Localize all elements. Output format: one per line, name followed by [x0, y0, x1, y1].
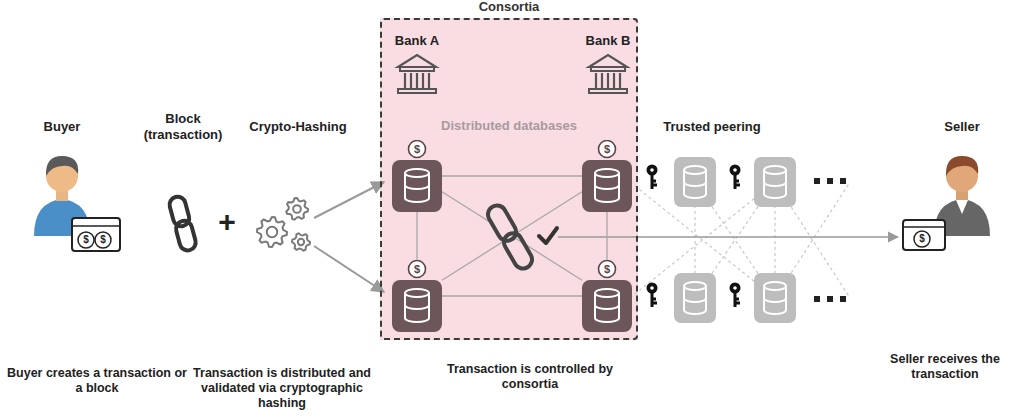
database-icon — [405, 173, 429, 202]
database-icon — [392, 280, 442, 332]
database-icon — [582, 280, 632, 332]
buyer-figure — [34, 156, 120, 251]
wallet-icon — [903, 226, 945, 228]
coin-symbol: $ — [392, 142, 442, 156]
gear-icon — [267, 227, 278, 238]
illustration — [754, 157, 796, 207]
step-caption: Buyer creates a transaction or a block — [7, 366, 187, 396]
bank-icon — [398, 55, 436, 93]
continuation-dots — [814, 296, 820, 302]
step-name: Block (transaction) — [133, 111, 233, 142]
block-chain-icon — [174, 219, 197, 252]
plus-sign: + — [210, 204, 244, 240]
ledger-chain-icon — [485, 202, 520, 244]
coin-symbol: $ — [392, 262, 442, 276]
coin-icon — [914, 231, 930, 247]
ledger-chain-icon — [501, 230, 521, 246]
actor-name: Seller — [917, 119, 1007, 135]
database-icon — [405, 293, 429, 322]
consortium-region: $$$$ConsortiaDistributed databases — [380, 18, 638, 340]
region-heading: Consortia — [382, 0, 636, 15]
step-caption: Seller receives the transaction — [865, 352, 1024, 382]
database-icon — [595, 289, 619, 297]
bank-name: Bank B — [568, 33, 648, 49]
coin-icon — [95, 232, 111, 248]
wallet-icon — [72, 225, 120, 227]
ledger-chain-icon — [501, 230, 536, 272]
continuation-dots — [827, 178, 833, 184]
ledger-link — [442, 192, 582, 280]
step-name: Trusted peering — [642, 119, 782, 135]
ledger-chain-icon — [485, 202, 536, 272]
step-caption: Transaction is controlled by consortia — [430, 362, 630, 392]
seller-figure — [946, 156, 978, 176]
gear-icon — [292, 233, 310, 250]
database-icon — [595, 169, 619, 177]
gear-icon — [286, 198, 308, 220]
coin-icon — [78, 232, 94, 248]
coin-symbol: $ — [582, 262, 632, 276]
coin-symbol: $ — [915, 232, 929, 246]
illustration — [730, 165, 741, 190]
peering-lines — [630, 182, 850, 298]
buyer-figure — [46, 156, 78, 176]
coin-symbol: $ — [96, 233, 110, 247]
illustration — [730, 283, 741, 308]
seller-figure — [903, 156, 990, 250]
flow-arrow — [314, 182, 384, 218]
block-chain-icon — [168, 195, 198, 252]
continuation-dots — [840, 178, 846, 184]
continuation-dots — [840, 296, 846, 302]
illustration — [647, 165, 658, 190]
gear-icon — [257, 217, 287, 247]
database-node: $ — [582, 260, 632, 332]
seller-figure — [956, 200, 968, 214]
gear-icon — [293, 205, 301, 213]
database-icon — [595, 173, 619, 202]
database-node: $ — [392, 260, 442, 332]
illustration — [754, 273, 796, 323]
gear-icon — [298, 239, 304, 245]
illustration — [674, 273, 716, 323]
database-icon — [582, 160, 632, 212]
database-icon — [405, 289, 429, 297]
database-node: $ — [392, 140, 442, 212]
ledger-link — [442, 192, 582, 280]
actor-name: Buyer — [17, 119, 107, 135]
step-name: Crypto-Hashing — [233, 119, 363, 135]
bank-icon — [589, 55, 627, 93]
consortium-ground — [380, 18, 638, 340]
database-icon — [392, 160, 442, 212]
illustration — [674, 157, 716, 207]
coin-symbol: $ — [582, 142, 632, 156]
ledger-link — [606, 212, 607, 260]
continuation-dots — [814, 178, 846, 302]
database-node: $ — [582, 140, 632, 212]
gears-icon — [257, 198, 310, 251]
continuation-dots — [814, 178, 820, 184]
database-icon — [595, 293, 619, 322]
check-mark — [539, 228, 557, 243]
coin-symbol: $ — [79, 233, 93, 247]
continuation-dots — [827, 296, 833, 302]
step-caption: Transaction is distributed and validated… — [187, 366, 377, 411]
flow-arrow — [314, 246, 384, 292]
illustration — [647, 283, 658, 308]
ledger-link — [416, 212, 417, 260]
ledger-link — [442, 295, 582, 296]
ledger-link — [442, 175, 582, 176]
delivery-arrow — [558, 236, 898, 238]
region-subtitle: Distributed databases — [382, 118, 636, 134]
peering-lines — [630, 182, 850, 298]
wallet-icon — [903, 220, 945, 250]
wallet-icon — [72, 218, 120, 251]
database-icon — [405, 169, 429, 177]
bank-name: Bank A — [377, 33, 457, 49]
